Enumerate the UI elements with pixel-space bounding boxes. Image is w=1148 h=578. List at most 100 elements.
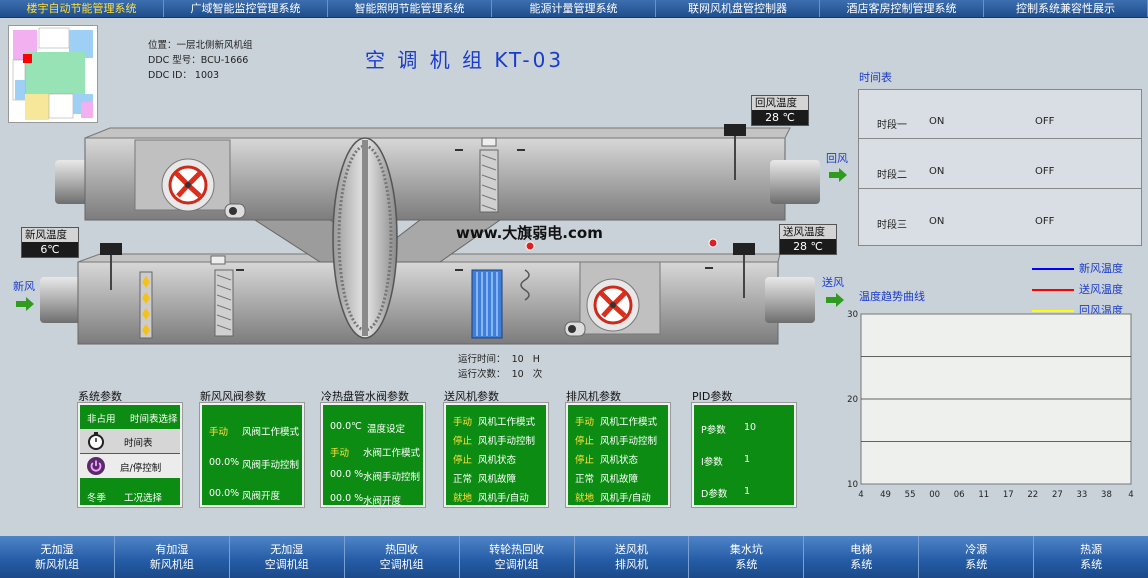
page-title: 空 调 机 组 KT-03 [365,48,565,72]
x-tick-label: 22 [1027,490,1038,500]
bottom-nav-sump[interactable]: 集水坑系统 [689,536,805,578]
exhaust-fan-manual-row[interactable]: 停止风机手动控制 [575,436,658,447]
x-tick-label: 49 [880,490,891,500]
top-nav-fan-coil-controller[interactable]: 联网风机盘管控制器 [656,0,820,17]
schedule-row[interactable]: 时段三 ON OFF [877,216,1055,231]
valve-mode-row[interactable]: 手动 水阀工作模式 [330,448,421,459]
bottom-nav-wheel-recovery[interactable]: 转轮热回收空调机组 [460,536,575,578]
supply-fan-title: 送风机参数 [444,390,499,403]
bottom-nav-heat-source[interactable]: 热源系统 [1080,543,1103,571]
top-nav-building-automation[interactable]: 楼宇自动节能管理系统 [0,0,164,17]
exhaust-fan-title: 排风机参数 [566,390,621,403]
exhaust-fan-icon [134,139,246,219]
ddc-id-text: DDC ID： 1003 [148,70,220,81]
fresh-damper-panel: 手动 风阀工作模式 00.0% 风阀手动控制 00.0% 风阀开度 [199,402,305,508]
top-nav-energy-metering[interactable]: 能源计量管理系统 [492,0,656,17]
valve-opening-row: 00.0 % 水阀开度 [330,493,402,507]
fresh-temp-readout: 新风温度 6℃ [21,227,79,258]
power-icon [87,457,105,475]
bottom-nav-ahu-no-humidify[interactable]: 无加湿空调机组 [230,536,345,578]
bottom-nav-heat-recovery[interactable]: 热回收空调机组 [345,536,460,578]
supply-fan-status-row: 停止风机状态 [453,455,517,466]
top-nav: 楼宇自动节能管理系统 广域智能监控管理系统 智能照明节能管理系统 能源计量管理系… [0,0,1148,18]
fresh-air-label: 新风 [13,280,35,293]
supply-temp-readout: 送风温度 28 ℃ [779,224,837,255]
unit-info: 位置：一层北侧新风机组 DDC 型号：BCU-1666 DDC ID： 1003 [148,38,253,83]
supply-outlet-pipe [765,277,815,323]
fresh-air-arrow-icon [16,297,34,311]
water-valve-title: 冷热盘管水阀参数 [321,390,409,403]
bottom-nav-cold-source[interactable]: 冷源系统 [919,536,1035,578]
exhaust-fan-status-row: 停止风机状态 [575,455,639,466]
ahu-diagram [40,124,820,345]
exhaust-fan-mode-row[interactable]: 手动风机工作模式 [575,417,658,428]
exhaust-fan-fault-row: 正常风机故障 [575,474,639,485]
y-tick-label: 10 [847,480,858,490]
supply-air-duct [77,261,779,345]
fresh-temp-sensor-icon [100,243,122,255]
floor-minimap[interactable] [8,25,98,123]
supply-fan-icon [564,261,661,337]
run-time-value: 10 [511,354,524,365]
actuator-icon [481,137,497,147]
schedule-row[interactable]: 时段二 ON OFF [859,140,1141,189]
exhaust-fan-panel: 手动风机工作模式 停止风机手动控制 停止风机状态 正常风机故障 就地风机手/自动 [565,402,671,508]
supply-fan-manual-row[interactable]: 停止风机手动控制 [453,436,536,447]
exhaust-fan-auto-row: 就地风机手/自动 [575,493,651,504]
damper-manual-row[interactable]: 00.0% 风阀手动控制 [209,457,300,471]
water-valve-panel: 00.0℃ 温度设定 手动 水阀工作模式 00.0 % 水阀手动控制 00.0 … [320,402,426,508]
supply-fan-panel: 手动风机工作模式 停止风机手动控制 停止风机状态 正常风机故障 就地风机手/自动 [443,402,549,508]
pid-params-title: PID参数 [692,390,733,403]
x-tick-label: 4 [858,490,863,500]
fresh-damper-title: 新风风阀参数 [200,390,266,403]
valve-manual-row[interactable]: 00.0 % 水阀手动控制 [330,469,421,483]
supply-temp-sensor-icon [733,243,755,255]
fresh-air-damper [139,271,153,339]
run-count-value: 10 [511,369,524,380]
mode-select-row[interactable]: 冬季 工况选择 [87,493,163,504]
x-tick-label: 55 [905,490,916,500]
system-params-panel: 非占用 时间表选择 时间表 启/停控制 冬季 工况选择 [77,402,183,508]
y-tick-label: 20 [847,395,858,405]
y-tick-label: 30 [847,310,858,320]
legend-line-supply [1032,288,1074,291]
return-air-arrow-icon [829,168,847,182]
return-inlet-pipe [770,160,820,204]
x-tick-label: 27 [1052,490,1063,500]
temp-setpoint-row[interactable]: 00.0℃ 温度设定 [330,421,406,435]
schedule-title: 时间表 [859,71,892,84]
top-nav-hotel-room-control[interactable]: 酒店客房控制管理系统 [820,0,984,17]
legend-item: 新风温度 [1032,258,1123,279]
stopwatch-icon [88,432,104,450]
return-temp-sensor-icon [724,124,746,136]
fresh-inlet-pipe [40,277,85,323]
start-stop-button[interactable]: 启/停控制 [80,454,180,478]
bottom-nav-supply-exhaust-fan[interactable]: 送风机排风机 [575,536,690,578]
schedule-button[interactable]: 时间表 [80,429,180,453]
schedule-table: 时段一 ON OFF 时段二 ON OFF 时段三 ON OFF [858,89,1142,246]
supply-air-label: 送风 [822,276,844,289]
top-nav-compatibility[interactable]: 控制系统兼容性展示 [984,0,1148,17]
bottom-nav-elevator[interactable]: 电梯系统 [804,536,920,578]
supply-air-arrow-icon [826,293,844,307]
x-tick-label: 38 [1101,490,1112,500]
x-tick-label: 4 [1128,490,1133,500]
top-nav-smart-lighting[interactable]: 智能照明节能管理系统 [328,0,492,17]
bottom-nav-fresh-no-humidify[interactable]: 无加湿新风机组 [0,536,115,578]
schedule-select-row[interactable]: 非占用 时间表选择 [87,414,178,425]
system-params-title: 系统参数 [78,390,122,403]
top-nav-wide-area-monitoring[interactable]: 广域智能监控管理系统 [164,0,328,17]
damper-mode-row[interactable]: 手动 风阀工作模式 [209,427,300,438]
humidifier-coil [520,269,530,301]
supply-fan-mode-row[interactable]: 手动风机工作模式 [453,417,536,428]
return-air-label: 回风 [826,152,848,165]
bottom-nav-fresh-humidify[interactable]: 有加湿新风机组 [115,536,230,578]
damper-opening-row: 00.0% 风阀开度 [209,488,281,502]
watermark: www.大旗弱电.com [456,224,603,242]
schedule-row[interactable]: 时段一 ON OFF [859,90,1141,139]
